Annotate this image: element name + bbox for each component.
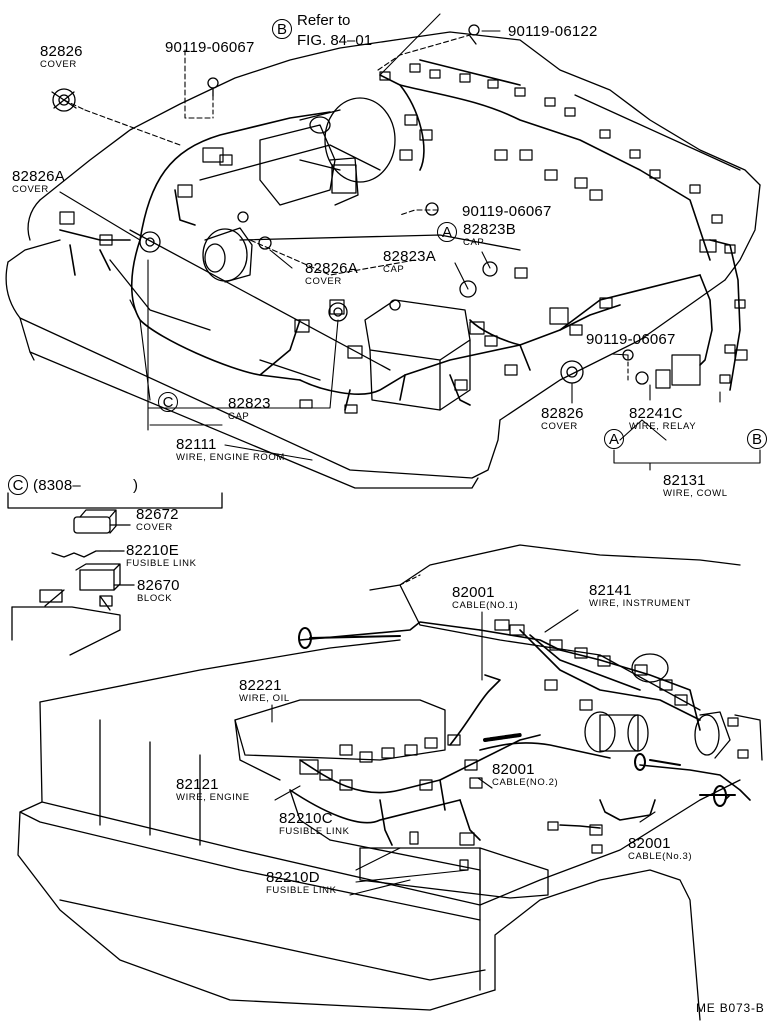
callout-82001-cable-no2: 82001 CABLE(NO.2) xyxy=(492,762,558,788)
part-name: CAP xyxy=(463,237,485,248)
part-number: 82131 xyxy=(663,472,706,489)
part-number: 82210C xyxy=(279,810,333,827)
part-name: FUSIBLE LINK xyxy=(126,558,197,569)
part-number: 82826 xyxy=(40,43,83,60)
part-number: 82826A xyxy=(12,168,65,185)
part-number: 82111 xyxy=(176,436,217,453)
part-number: 82001 xyxy=(452,584,495,601)
part-name: CABLE(No.3) xyxy=(628,851,693,862)
part-name: WIRE, OIL xyxy=(239,693,290,704)
upper-leaders xyxy=(59,13,761,471)
part-name: FUSIBLE LINK xyxy=(279,826,350,837)
part-number: 82823A xyxy=(383,248,436,265)
part-name: WIRE, INSTRUMENT xyxy=(589,598,691,609)
part-number: 82141 xyxy=(589,582,632,599)
part-number: 82823B xyxy=(463,221,516,238)
marker-a-upper: A xyxy=(437,222,457,242)
callout-82141-wire-instrument: 82141 WIRE, INSTRUMENT xyxy=(589,583,691,609)
figure-code: ME B073-B xyxy=(696,1001,765,1015)
part-number: 82121 xyxy=(176,776,219,793)
callout-82221-wire-oil: 82221 WIRE, OIL xyxy=(239,678,290,704)
refer-text-line1: Refer to xyxy=(297,12,351,29)
part-name: COVER xyxy=(12,184,49,195)
part-name: CABLE(NO.1) xyxy=(452,600,519,611)
part-name: WIRE, RELAY xyxy=(629,421,697,432)
part-number: 82001 xyxy=(492,761,535,778)
part-number: 82241C xyxy=(629,405,683,422)
part-name: WIRE, COWL xyxy=(663,488,728,499)
small-parts-upper xyxy=(51,24,649,385)
callout-82111-wire-engine-room: 82111 WIRE, ENGINE ROOM xyxy=(176,437,285,463)
callout-82001-cable-no3: 82001 CABLE(No.3) xyxy=(628,836,692,862)
lower-leaders xyxy=(271,574,656,896)
upper-wiring-harness xyxy=(59,59,741,411)
part-name: COVER xyxy=(305,276,342,287)
marker-c-inset: C xyxy=(8,475,28,495)
part-number: 82672 xyxy=(136,506,179,523)
callout-82823-cap: 82823 CAP xyxy=(228,396,271,422)
inset-date-close: ) xyxy=(133,477,139,494)
part-number: 82670 xyxy=(137,577,180,594)
callout-82210d-fusible-link: 82210D FUSIBLE LINK xyxy=(266,870,337,896)
callout-82210c-fusible-link: 82210C FUSIBLE LINK xyxy=(279,811,350,837)
part-name: CAP xyxy=(228,411,250,422)
callout-82826-cover-right: 82826 COVER xyxy=(541,406,584,432)
part-number: 82826 xyxy=(541,405,584,422)
part-number: 82826A xyxy=(305,260,358,277)
callout-90119-06067-right: 90119-06067 xyxy=(586,331,676,348)
part-name: COVER xyxy=(136,522,173,533)
part-name: CAP xyxy=(383,264,405,275)
callout-82826a-cover-left: 82826A COVER xyxy=(12,169,65,195)
callout-82131-wire-cowl: 82131 WIRE, COWL xyxy=(663,473,728,499)
callout-90119-06067-mid: 90119-06067 xyxy=(462,203,552,220)
callout-82210e-fusible-link: 82210E FUSIBLE LINK xyxy=(126,543,197,569)
callout-82823b-cap: 82823B CAP xyxy=(463,222,516,248)
callout-82001-cable-no1: 82001 CABLE(NO.1) xyxy=(452,585,518,611)
part-name: WIRE, ENGINE ROOM xyxy=(176,452,285,463)
callout-82826a-cover-center: 82826A COVER xyxy=(305,261,358,287)
part-name: COVER xyxy=(541,421,578,432)
lower-cables xyxy=(298,627,736,807)
callout-82823a-cap: 82823A CAP xyxy=(383,249,436,275)
callout-82672-cover: 82672 COVER xyxy=(136,507,179,533)
upper-connectors xyxy=(59,63,748,414)
callout-90119-06122: 90119-06122 xyxy=(508,23,598,40)
callout-82121-wire-engine: 82121 WIRE, ENGINE xyxy=(176,777,250,803)
callout-82670-block: 82670 BLOCK xyxy=(137,578,180,604)
lower-connectors xyxy=(299,619,749,871)
lower-car-body xyxy=(17,544,763,1021)
part-name: FUSIBLE LINK xyxy=(266,885,337,896)
inset-fusible-block xyxy=(7,492,223,656)
refer-text-line2: FIG. 84–01 xyxy=(297,32,373,49)
callout-82241c-wire-relay: 82241C WIRE, RELAY xyxy=(629,406,696,432)
part-name: COVER xyxy=(40,59,77,70)
part-number: 82001 xyxy=(628,835,671,852)
part-name: WIRE, ENGINE xyxy=(176,792,250,803)
part-number: 82823 xyxy=(228,395,271,412)
part-number: 82210E xyxy=(126,542,179,559)
marker-b-lower: B xyxy=(747,429,767,449)
inset-date-range: (8308– xyxy=(33,477,81,494)
part-name: CABLE(NO.2) xyxy=(492,777,559,788)
marker-c-upper: C xyxy=(158,392,178,412)
part-number: 82210D xyxy=(266,869,320,886)
part-number: 82221 xyxy=(239,677,282,694)
marker-b-top: B xyxy=(272,19,292,39)
callout-90119-06067-top: 90119-06067 xyxy=(165,39,255,56)
part-name: BLOCK xyxy=(137,593,173,604)
marker-a-lower: A xyxy=(604,429,624,449)
callout-82826-cover-left: 82826 COVER xyxy=(40,44,83,70)
